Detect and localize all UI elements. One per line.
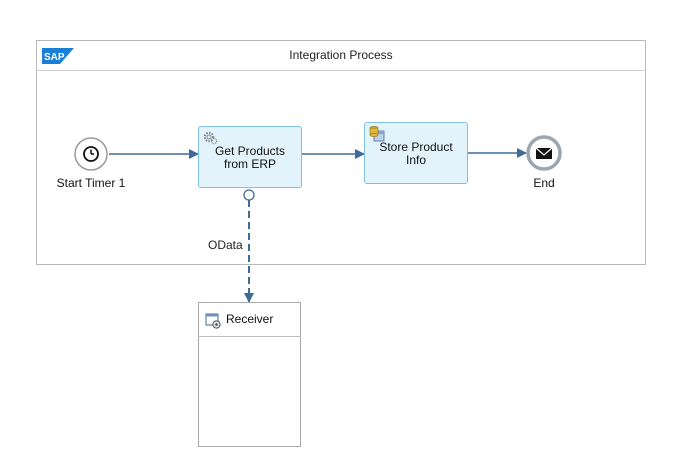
task-get-products[interactable]: Get Products from ERP	[198, 126, 302, 188]
message-flow-origin-circle	[243, 189, 255, 201]
odata-connection-label[interactable]: OData	[208, 238, 243, 252]
task-label-line2: Info	[405, 153, 426, 167]
receiver-icon	[205, 313, 221, 329]
task-label-line1: Store Product	[379, 140, 453, 154]
start-event-label: Start Timer 1	[56, 176, 126, 190]
envelope-icon	[535, 147, 553, 159]
task-label-line1: Get Products	[214, 144, 286, 158]
sap-logo: SAP	[42, 48, 74, 64]
end-event[interactable]	[526, 135, 562, 171]
receiver-header-divider	[198, 336, 301, 337]
pool-title: Integration Process	[289, 48, 393, 62]
sap-logo-text: SAP	[44, 52, 65, 63]
task-label-line2: from ERP	[223, 157, 276, 171]
pool-header	[36, 40, 646, 71]
end-event-label: End	[533, 176, 555, 190]
receiver-label: Receiver	[226, 312, 274, 326]
task-store-product-info[interactable]: Store Product Info	[364, 122, 468, 184]
gear-icon	[203, 131, 218, 145]
start-timer-event[interactable]	[74, 137, 108, 171]
clock-icon	[83, 146, 99, 162]
datastore-icon	[369, 126, 385, 142]
